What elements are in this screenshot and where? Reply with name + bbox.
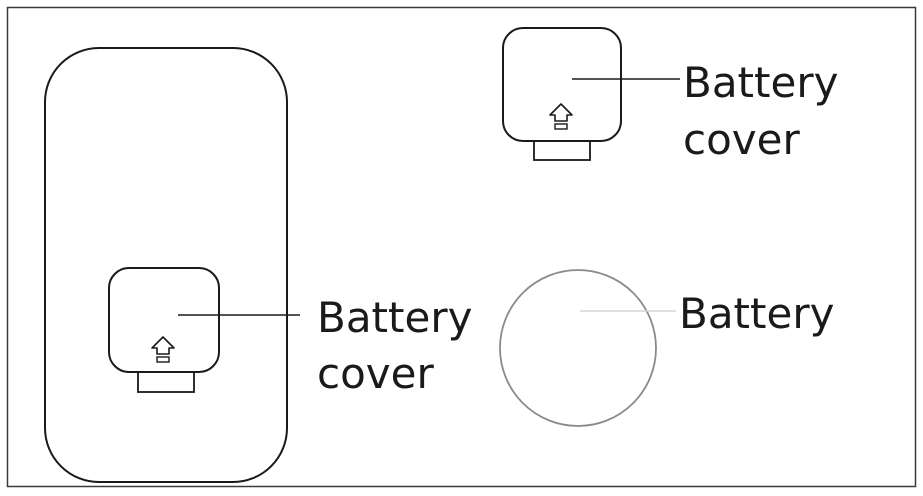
detached-cover-label-line1: Battery — [683, 58, 838, 107]
remote-battery-cover — [108, 267, 220, 393]
up-arrow-icon — [151, 336, 175, 363]
up-arrow-icon — [549, 103, 573, 130]
battery-label: Battery — [679, 289, 834, 338]
remote-cover-label-line1: Battery — [317, 293, 472, 342]
diagram-frame — [6, 6, 917, 488]
remote-cover-label-line2: cover — [317, 349, 434, 398]
detached-cover-label-line2: cover — [683, 115, 800, 164]
remote-body — [44, 47, 288, 483]
battery-coin-cell — [499, 269, 657, 427]
detached-battery-cover — [502, 27, 622, 161]
